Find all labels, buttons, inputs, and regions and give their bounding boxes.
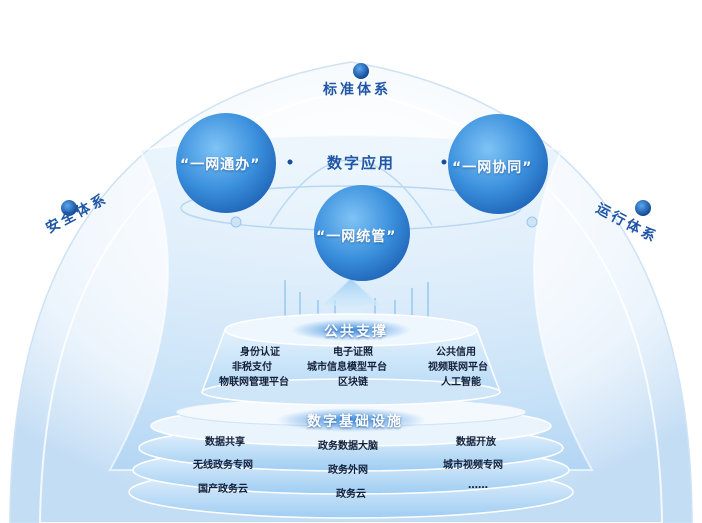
support-item: 电子证照	[333, 343, 373, 358]
support-item: 身份认证	[240, 343, 280, 358]
orbit-node-left	[231, 217, 241, 227]
infra-item: ……	[468, 480, 488, 491]
connector-dot-left	[288, 160, 293, 165]
infra-item: 数据共享	[205, 433, 245, 448]
infra-item: 政务外网	[328, 461, 368, 476]
bubble-collaboration-label: “一网协同”	[452, 157, 532, 177]
bubble-management-label: “一网统管”	[316, 226, 396, 246]
infra-item: 政务云	[336, 485, 366, 500]
infra-item: 政务数据大脑	[318, 437, 378, 452]
infra-item: 无线政务专网	[193, 456, 253, 471]
infra-item: 城市视频专网	[443, 456, 503, 471]
digital-application-title: 数字应用	[327, 152, 395, 173]
public-support-title: 公共支撑	[324, 321, 388, 341]
support-item: 物联网管理平台	[219, 373, 289, 388]
connector-dot-right	[442, 160, 447, 165]
support-item: 城市信息模型平台	[307, 358, 387, 373]
bubble-one-service-label: “一网通办”	[180, 154, 260, 174]
support-item: 人工智能	[441, 373, 481, 388]
support-item: 非税支付	[232, 358, 272, 373]
marker-dot-right	[635, 200, 651, 216]
infra-item: 国产政务云	[198, 480, 248, 495]
support-item: 公共信用	[436, 343, 476, 358]
marker-dot-top	[353, 63, 369, 79]
support-item: 区块链	[338, 373, 368, 388]
infra-item: 数据开放	[456, 433, 496, 448]
support-item: 视频联网平台	[428, 358, 488, 373]
orbit-node-right	[527, 217, 537, 227]
standard-system-label: 标准体系	[323, 79, 391, 99]
infrastructure-title: 数字基础设施	[307, 411, 403, 431]
